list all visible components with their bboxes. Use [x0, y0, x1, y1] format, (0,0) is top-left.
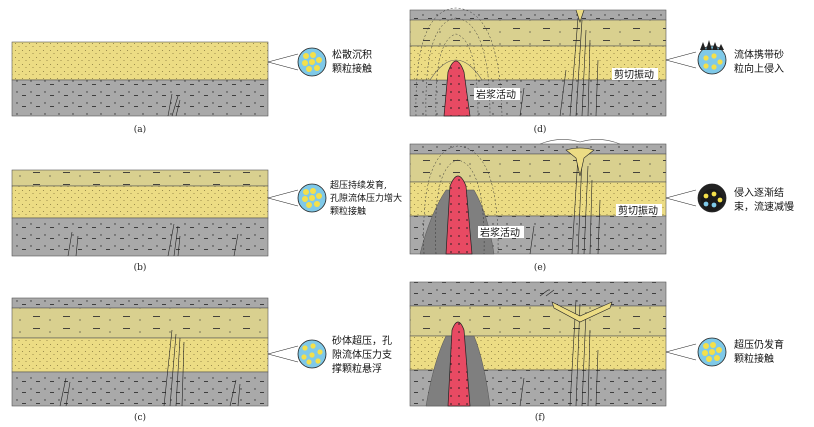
- panel-a: (a) 松散沉积 颗粒接触: [11, 41, 372, 135]
- top-gray-layer: [11, 297, 269, 309]
- panel-d: 岩浆活动 剪切振动 (d) 流体携带砂 粒向上侵入: [409, 7, 784, 135]
- injectite: [551, 301, 613, 323]
- note-e-line1: 侵入逐渐结: [734, 186, 784, 199]
- heat-halo: [415, 7, 503, 117]
- magma-label-bg: [478, 226, 524, 238]
- fractures: [167, 93, 181, 117]
- grain-circle-f: [697, 337, 727, 367]
- sand-layer: [11, 41, 269, 81]
- grain-circle-e: [697, 183, 727, 213]
- grain-circle-a: [297, 47, 327, 77]
- fractures: [529, 155, 601, 255]
- caption-c: (c): [134, 412, 146, 423]
- magma-intrusion: [443, 60, 471, 117]
- surface-bump: [539, 139, 621, 145]
- grain-circle-d: [697, 40, 727, 75]
- caption-e: (e): [534, 262, 546, 273]
- note-c-line1: 砂体超压，孔: [332, 334, 392, 347]
- injectite: [565, 147, 595, 177]
- magma-label-d: 岩浆活动: [476, 88, 516, 101]
- injectite: [575, 9, 585, 23]
- note-d-line2: 粒向上侵入: [734, 62, 784, 75]
- note-b-line1: 超压持续发育,: [330, 179, 387, 191]
- note-a-line1: 松散沉积: [332, 48, 372, 61]
- panel-b: (b) 超压持续发育, 孔隙流体压力增大 颗粒接触: [11, 169, 402, 273]
- gray-layer: [11, 217, 269, 257]
- panel-e: 岩浆活动 剪切振动 (e) 侵入逐渐结 束，流速减慢: [409, 139, 794, 273]
- grain-circle-b: [297, 183, 327, 213]
- top-gray-layer: [409, 9, 667, 21]
- note-f-line2: 颗粒接触: [734, 352, 774, 365]
- note-c-line3: 撑颗粒悬浮: [332, 362, 382, 375]
- caption-a: (a): [134, 124, 146, 135]
- grain-circle-c: [297, 339, 327, 369]
- mud-layer: [409, 153, 667, 183]
- fractures: [519, 289, 599, 407]
- gray-layer: [11, 371, 269, 407]
- fractures: [67, 223, 239, 257]
- panel-c: (c) 砂体超压，孔 隙流体压力支 撑颗粒悬浮: [11, 297, 392, 423]
- note-a-line2: 颗粒接触: [332, 62, 372, 75]
- gray-layer: [11, 79, 269, 117]
- fractures: [59, 329, 241, 407]
- magma-intrusion: [445, 175, 473, 255]
- sand-layer: [11, 185, 269, 219]
- caption-b: (b): [134, 262, 147, 273]
- magma-label-bg: [474, 88, 520, 100]
- mud-layer: [409, 305, 667, 337]
- shear-label-bg: [616, 204, 662, 216]
- shear-label-e: 剪切振动: [618, 204, 658, 217]
- mud-layer: [409, 19, 667, 47]
- magma-label-e: 岩浆活动: [480, 226, 520, 239]
- top-gray-layer: [409, 281, 667, 307]
- note-b-line2: 孔隙流体压力增大: [330, 192, 402, 204]
- note-c-line2: 隙流体压力支: [332, 348, 392, 361]
- shear-label-bg: [612, 68, 658, 80]
- panel-f: (f) 超压仍发育 颗粒接触: [409, 281, 784, 423]
- note-b-line3: 颗粒接触: [330, 205, 366, 217]
- heat-halo: [423, 145, 499, 255]
- mud-layer: [11, 169, 269, 187]
- top-gray-layer: [409, 143, 667, 155]
- caption-f: (f): [535, 412, 545, 423]
- note-e-line2: 束，流速减慢: [734, 200, 794, 213]
- fractures: [519, 17, 599, 117]
- note-d-line1: 流体携带砂: [734, 48, 784, 61]
- caption-d: (d): [534, 124, 547, 135]
- note-f-line1: 超压仍发育: [734, 338, 784, 351]
- mud-layer: [11, 307, 269, 339]
- magma-intrusion: [447, 321, 471, 407]
- shear-label-d: 剪切振动: [614, 68, 654, 81]
- sand-layer: [11, 337, 269, 373]
